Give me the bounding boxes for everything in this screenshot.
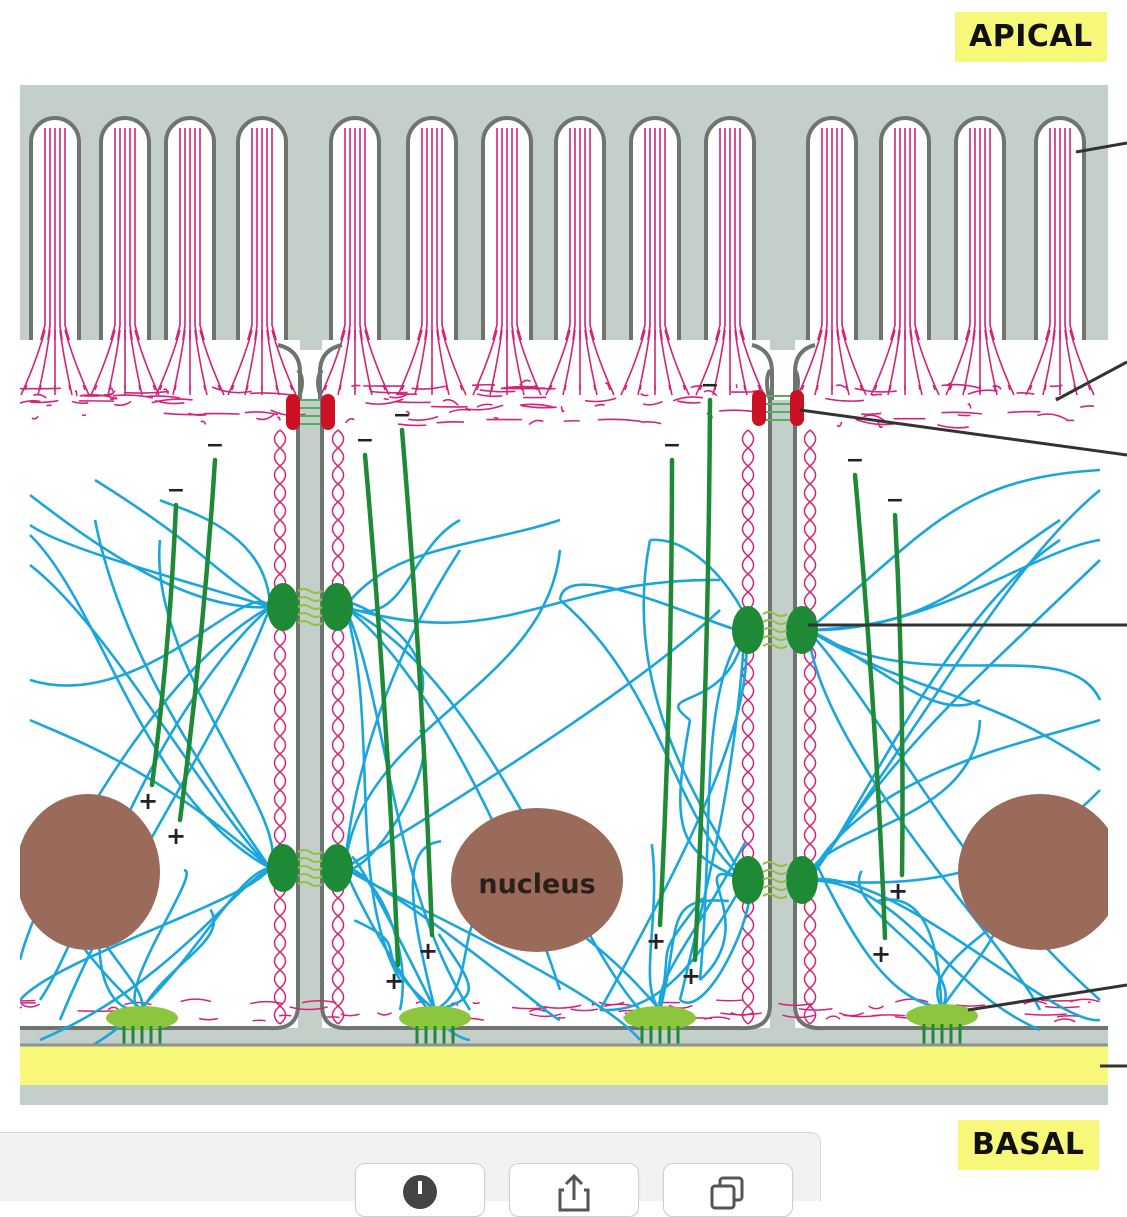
actin-filament bbox=[872, 394, 882, 395]
desmosome-plaque bbox=[732, 606, 764, 654]
desmosome bbox=[732, 856, 818, 904]
actin-filament bbox=[958, 415, 971, 416]
plus-end-sign: + bbox=[384, 967, 404, 995]
minus-end-sign: − bbox=[701, 373, 719, 398]
actin-filament bbox=[204, 414, 240, 415]
info-button[interactable] bbox=[355, 1163, 485, 1217]
minus-end-sign: − bbox=[206, 433, 224, 458]
image-toolbar bbox=[0, 1132, 821, 1201]
desmosome bbox=[732, 606, 818, 654]
minus-end-sign: − bbox=[846, 448, 864, 473]
minus-end-sign: − bbox=[393, 403, 411, 428]
nucleus-right bbox=[958, 794, 1122, 950]
copy-button[interactable] bbox=[663, 1163, 793, 1217]
desmosome-plaque bbox=[267, 844, 299, 892]
actin-filament bbox=[716, 1000, 743, 1001]
plus-end-sign: + bbox=[166, 822, 186, 850]
desmosome-plaque bbox=[786, 606, 818, 654]
minus-end-sign: − bbox=[886, 488, 904, 513]
basal-label: BASAL bbox=[958, 1120, 1099, 1170]
actin-filament bbox=[279, 1015, 291, 1016]
plus-end-sign: + bbox=[418, 937, 438, 965]
basal-lamina bbox=[20, 1045, 1108, 1085]
info-icon bbox=[400, 1172, 440, 1212]
actin-filament bbox=[473, 1003, 480, 1004]
plus-end-sign: + bbox=[888, 877, 908, 905]
desmosome-plaque bbox=[321, 583, 353, 631]
minus-end-sign: − bbox=[356, 428, 374, 453]
actin-filament bbox=[472, 385, 495, 386]
actin-filament bbox=[325, 1017, 339, 1018]
nucleus-label: nucleus bbox=[478, 869, 595, 900]
share-icon bbox=[554, 1172, 594, 1212]
desmosome bbox=[267, 844, 353, 892]
share-button[interactable] bbox=[509, 1163, 639, 1217]
actin-filament bbox=[46, 405, 51, 406]
actin-filament bbox=[5, 1007, 22, 1009]
plus-end-sign: + bbox=[871, 940, 891, 968]
copy-icon bbox=[708, 1172, 748, 1212]
plus-end-sign: + bbox=[138, 787, 158, 815]
plus-end-sign: + bbox=[681, 962, 701, 990]
desmosome-plaque bbox=[732, 856, 764, 904]
actin-filament bbox=[253, 1020, 266, 1021]
actin-filament bbox=[494, 418, 498, 419]
minus-end-sign: − bbox=[167, 478, 185, 503]
desmosome bbox=[267, 583, 353, 631]
minus-end-sign: − bbox=[663, 433, 681, 458]
plus-end-sign: + bbox=[646, 927, 666, 955]
actin-filament bbox=[351, 385, 360, 386]
epithelium-diagram: nucleus − + − + − + − + − + − + − + − + bbox=[0, 0, 1127, 1132]
actin-filament bbox=[82, 415, 86, 416]
actin-filament bbox=[384, 398, 389, 399]
desmosome-plaque bbox=[321, 844, 353, 892]
nucleus-left bbox=[16, 794, 160, 950]
apical-label: APICAL bbox=[955, 12, 1107, 62]
desmosome-plaque bbox=[267, 583, 299, 631]
desmosome-plaque bbox=[786, 856, 818, 904]
